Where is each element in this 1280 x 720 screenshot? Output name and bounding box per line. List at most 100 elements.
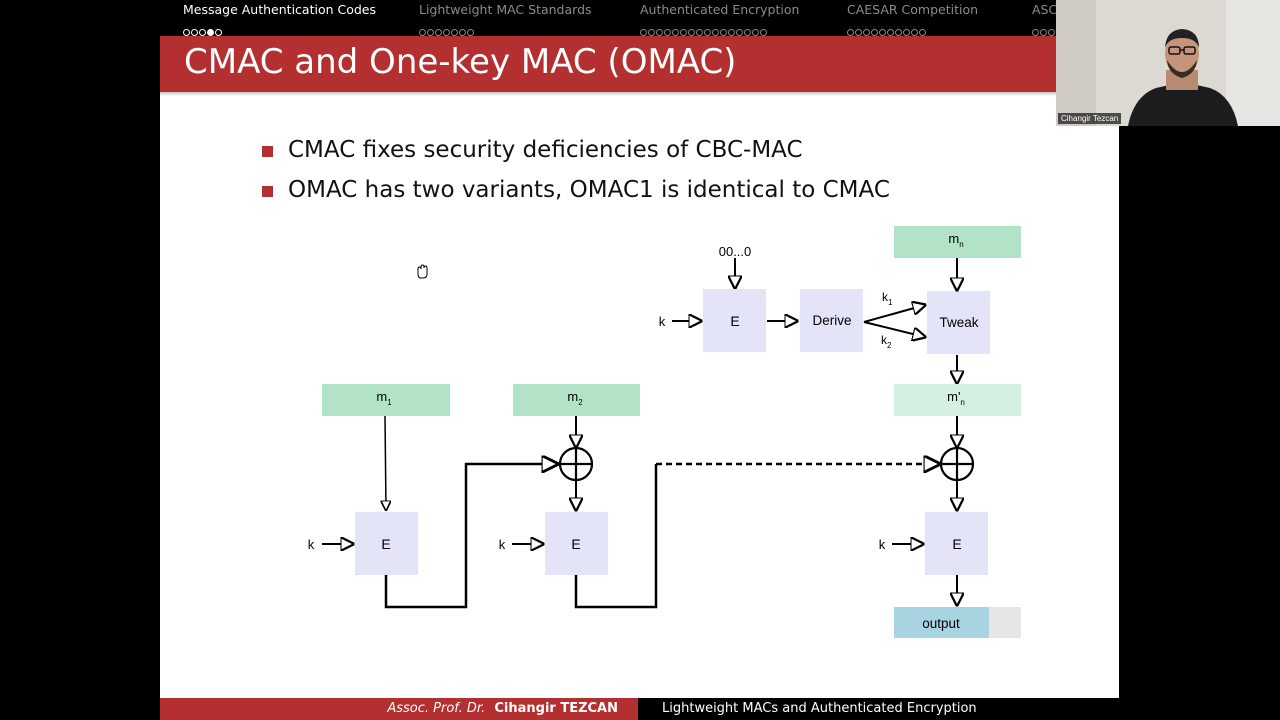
hand-cursor-icon	[417, 264, 428, 279]
slide-dot[interactable]	[443, 29, 450, 36]
slide-footer: Assoc. Prof. Dr. Cihangir TEZCAN Lightwe…	[160, 698, 1119, 720]
slide-dot[interactable]	[656, 29, 663, 36]
bullet-text: CMAC fixes security deficiencies of CBC-…	[288, 137, 803, 163]
chain-e1-to-xor2	[384, 464, 557, 609]
slide-dot[interactable]	[871, 29, 878, 36]
slide-dot[interactable]	[688, 29, 695, 36]
output-block	[894, 607, 989, 638]
slide-dot[interactable]	[467, 29, 474, 36]
bullet-square-icon	[262, 185, 273, 197]
cipher-label-en: E	[952, 536, 961, 552]
slide-dot[interactable]	[1032, 29, 1039, 36]
nav-section-label: ASC	[1032, 2, 1058, 17]
title-bar: CMAC and One-key MAC (OMAC)	[160, 36, 1119, 96]
slide-dot[interactable]	[191, 29, 198, 36]
message-block-m2	[513, 384, 640, 416]
cipher-box-top	[703, 289, 766, 352]
cmac-diagram: 00...0 k E Derive k1 k2 Tweak mn m'n m1 …	[308, 226, 1021, 638]
cipher-label-e1: E	[381, 536, 390, 552]
zero-block-label: 00...0	[719, 244, 752, 259]
slide-dot[interactable]	[648, 29, 655, 36]
bullet-text: OMAC has two variants, OMAC1 is identica…	[288, 177, 890, 203]
footer-course-panel: Lightweight MACs and Authenticated Encry…	[638, 698, 1119, 720]
slide-dot[interactable]	[744, 29, 751, 36]
slide-title: CMAC and One-key MAC (OMAC)	[184, 42, 737, 82]
slide-dot[interactable]	[672, 29, 679, 36]
tweak-box	[927, 291, 990, 354]
slide-dot[interactable]	[911, 29, 918, 36]
output-label: output	[922, 616, 960, 631]
slide-dot[interactable]	[879, 29, 886, 36]
slide-dot[interactable]	[736, 29, 743, 36]
message-label-mn: mn	[948, 231, 963, 249]
author-title: Assoc. Prof. Dr.	[387, 701, 486, 716]
footer-author-panel: Assoc. Prof. Dr. Cihangir TEZCAN	[160, 698, 638, 720]
nav-progress-dots	[1032, 21, 1056, 36]
slide-dot[interactable]	[640, 29, 647, 36]
slide-dot[interactable]	[183, 29, 190, 36]
slide-dot[interactable]	[427, 29, 434, 36]
footer-course-title: Lightweight MACs and Authenticated Encry…	[662, 701, 977, 716]
slide-dot[interactable]	[419, 29, 426, 36]
cipher-box-e1	[355, 512, 418, 575]
bullet-item: CMAC fixes security deficiencies of CBC-…	[262, 137, 803, 163]
slide-dot[interactable]	[919, 29, 926, 36]
bullet-square-icon	[262, 145, 273, 157]
nav-section-label: Authenticated Encryption	[640, 2, 800, 17]
participant-name: Cihangir Tezcan	[1058, 113, 1122, 124]
k2-label: k2	[881, 333, 892, 350]
cipher-label-top: E	[730, 313, 739, 329]
nav-progress-dots	[847, 21, 927, 36]
slide-dot[interactable]	[664, 29, 671, 36]
slide-dot[interactable]	[1048, 29, 1055, 36]
slide-dot[interactable]	[720, 29, 727, 36]
message-label-m2: m2	[567, 389, 583, 407]
slide-dot[interactable]	[903, 29, 910, 36]
xor-icon	[939, 446, 975, 482]
cipher-label-e2: E	[571, 536, 580, 552]
author-name: Cihangir TEZCAN	[494, 701, 618, 716]
nav-progress-dots	[419, 21, 475, 36]
message-label-m1: m1	[376, 389, 392, 407]
footer-author: Assoc. Prof. Dr. Cihangir TEZCAN	[387, 701, 618, 716]
slide-dot[interactable]	[895, 29, 902, 36]
key-label-top: k	[659, 314, 666, 329]
message-block-mn-prime	[894, 384, 1021, 416]
webcam-video: Cihangir Tezcan	[1056, 0, 1280, 126]
presenter-video-frame	[1056, 0, 1280, 126]
nav-progress-dots	[183, 21, 223, 36]
k2-arrow	[863, 321, 925, 337]
slide-dot[interactable]	[435, 29, 442, 36]
key-label-en: k	[879, 537, 886, 552]
slide-dot[interactable]	[863, 29, 870, 36]
chain-e2-out	[574, 464, 658, 609]
k1-label: k1	[882, 290, 893, 307]
derive-box	[800, 289, 863, 352]
slide-dot[interactable]	[451, 29, 458, 36]
slide-dot[interactable]	[887, 29, 894, 36]
current-slide-dot[interactable]	[207, 29, 214, 36]
slide: CMAC and One-key MAC (OMAC) CMAC fixes s…	[160, 36, 1119, 700]
slide-dot[interactable]	[1040, 29, 1047, 36]
k1-arrow	[863, 305, 925, 323]
slide-dot[interactable]	[712, 29, 719, 36]
nav-section-label: Message Authentication Codes	[183, 2, 377, 17]
slide-dot[interactable]	[215, 29, 222, 36]
slide-dot[interactable]	[760, 29, 767, 36]
message-block-m1	[322, 384, 450, 416]
nav-progress-dots	[640, 21, 768, 36]
message-block-mn	[894, 226, 1021, 258]
tweak-label: Tweak	[939, 315, 978, 330]
slide-dot[interactable]	[696, 29, 703, 36]
slide-dot[interactable]	[847, 29, 854, 36]
message-label-mn-prime: m'n	[947, 389, 965, 407]
slide-dot[interactable]	[752, 29, 759, 36]
slide-dot[interactable]	[704, 29, 711, 36]
cipher-box-e2	[545, 512, 608, 575]
slide-dot[interactable]	[680, 29, 687, 36]
slide-dot[interactable]	[199, 29, 206, 36]
slide-dot[interactable]	[855, 29, 862, 36]
slide-dot[interactable]	[728, 29, 735, 36]
truncated-bits	[989, 607, 1021, 638]
slide-dot[interactable]	[459, 29, 466, 36]
